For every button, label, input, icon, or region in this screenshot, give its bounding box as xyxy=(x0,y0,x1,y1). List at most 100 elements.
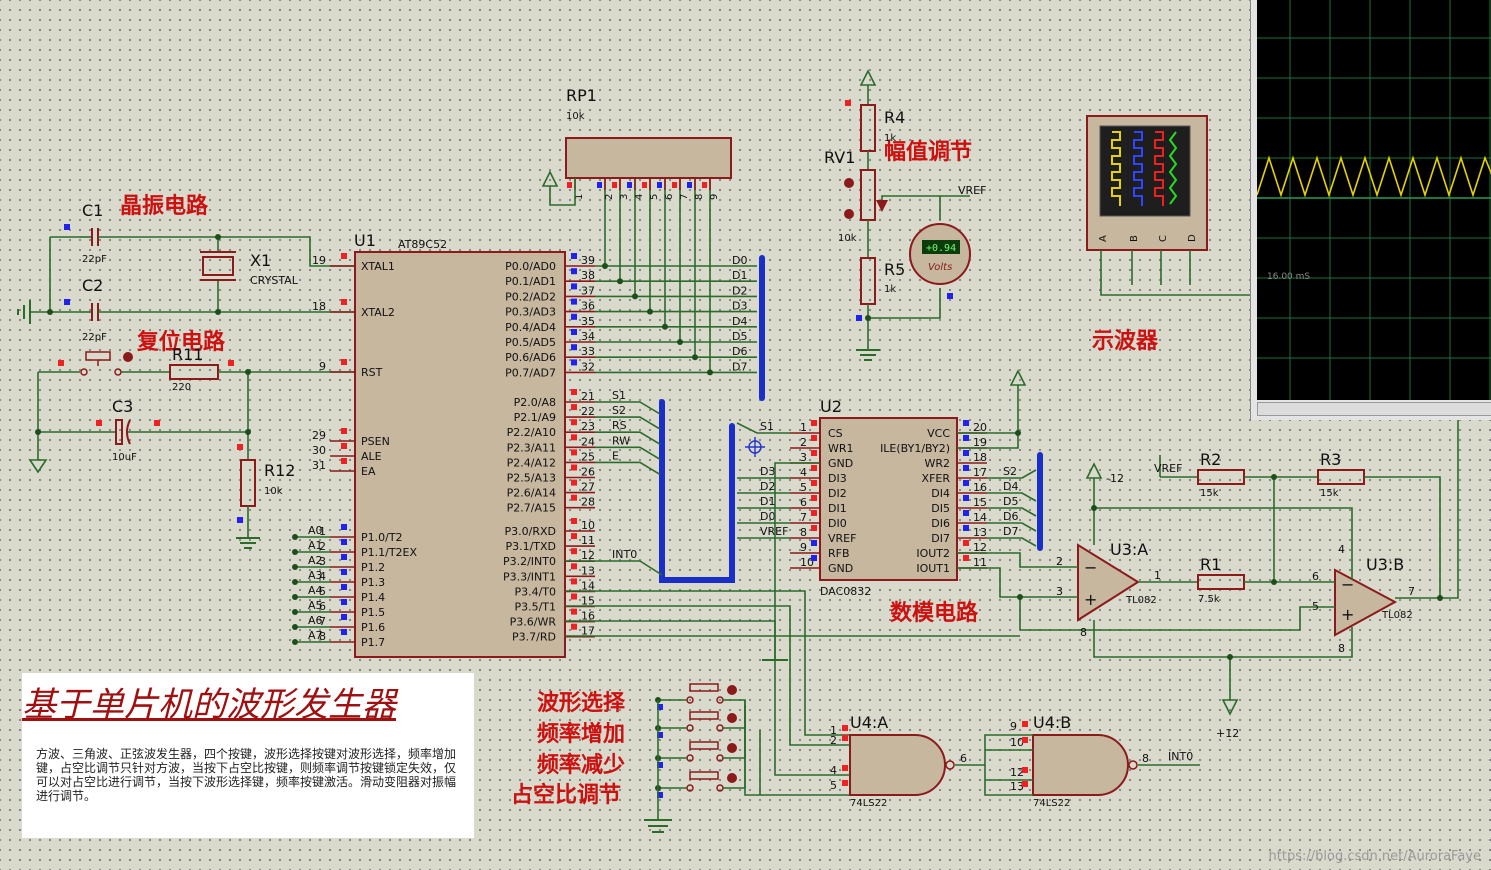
u4a-pin-num: 5 xyxy=(830,779,837,792)
c3-value: 10uF xyxy=(112,452,137,463)
u2-net-label: D2 xyxy=(760,480,775,493)
key-switches xyxy=(644,683,850,833)
r12-ref: R12 xyxy=(264,461,295,480)
u1-pin-name: P2.5/A13 xyxy=(507,472,556,485)
pos12-label: +12 xyxy=(1216,727,1239,740)
scope-channel-label: A xyxy=(1098,235,1109,242)
u2-pin-name: WR1 xyxy=(828,442,854,455)
p2-net-label: S2 xyxy=(612,404,626,417)
u1-pin-name: P1.5 xyxy=(361,606,385,619)
u2-net-label: D6 xyxy=(1003,510,1018,523)
u2-pin-name: GND xyxy=(828,457,853,470)
u2-pin-num: 1 xyxy=(800,421,807,434)
p0-net-label: D4 xyxy=(732,315,747,328)
u2-pin-num: 14 xyxy=(973,511,987,524)
u1-pin-name: P3.2/INT0 xyxy=(503,555,556,568)
int0-net-label: INT0 xyxy=(612,548,637,561)
u1-pin-num: 11 xyxy=(581,534,595,547)
p0-net-label: D5 xyxy=(732,330,747,343)
u2-pin-num: 20 xyxy=(973,421,987,434)
u1-pin-name: XTAL2 xyxy=(361,306,395,319)
u2-net-label: D1 xyxy=(760,495,775,508)
u4b-pin-num: 13 xyxy=(1010,780,1024,793)
label-freq-down: 频率减少 xyxy=(537,752,625,778)
svg-text:+: + xyxy=(1084,590,1097,609)
oscilloscope-window[interactable]: 16.00 mS xyxy=(1250,0,1491,420)
u1-pin-num: 32 xyxy=(581,360,595,373)
u2-pin-num: 12 xyxy=(973,541,987,554)
r1-ref: R1 xyxy=(1200,555,1221,574)
u3a-part: TL082 xyxy=(1125,595,1157,606)
u1-pin-num: 1 xyxy=(319,525,326,538)
u2-net-label: D3 xyxy=(760,465,775,478)
u2-pin-num: 19 xyxy=(973,436,987,449)
u1-pin-name: RST xyxy=(361,366,383,379)
label-reset-circuit: 复位电路 xyxy=(136,329,226,355)
u4b-pin-out: 8 xyxy=(1142,752,1149,765)
rp1-pin-num: 5 xyxy=(649,194,660,200)
u1-pin-num: 14 xyxy=(581,579,595,592)
u2-pin-name: IOUT1 xyxy=(916,562,950,575)
u1-pin-name: P2.7/A15 xyxy=(507,502,556,515)
p3-key-wires xyxy=(565,590,1020,776)
scope-channel-label: D xyxy=(1187,234,1198,242)
u2-pin-name: GND xyxy=(828,562,853,575)
title-panel: 基于单片机的波形发生器 方波、三角波、正弦波发生器，四个按键，波形选择按键对波形… xyxy=(22,673,474,838)
watermark: https://blog.csdn.net/AuroraFaye xyxy=(1268,849,1481,864)
u2-pin-num: 7 xyxy=(800,511,807,524)
r5-value: 1k xyxy=(884,284,896,295)
rp1-pin-num: 4 xyxy=(634,194,645,200)
u1-pin-name: P1.7 xyxy=(361,636,385,649)
label-dac-circuit: 数模电路 xyxy=(890,600,979,626)
r2-value: 15k xyxy=(1200,488,1219,499)
u2-part: DAC0832 xyxy=(820,585,871,598)
label-duty-adjust: 占空比调节 xyxy=(511,782,621,808)
u4a-pin-out: 6 xyxy=(960,752,967,765)
u1-pin-name: P1.2 xyxy=(361,561,385,574)
c2-ref: C2 xyxy=(82,276,103,295)
u2-pin-name: VCC xyxy=(927,427,950,440)
label-crystal-circuit: 晶振电路 xyxy=(120,193,209,219)
u1-pin-name: P1.0/T2 xyxy=(361,531,403,544)
u1-pin-name: PSEN xyxy=(361,435,390,448)
u2-net-label: D7 xyxy=(1003,525,1018,538)
u3a-pin-inpos: 3 xyxy=(1056,585,1063,598)
oscilloscope-scrollbar[interactable] xyxy=(1257,402,1491,416)
u2-pin-num: 18 xyxy=(973,451,987,464)
u1-pin-num: 21 xyxy=(581,390,595,403)
u2-pin-num: 13 xyxy=(973,526,987,539)
u2-net-label: D4 xyxy=(1003,480,1018,493)
label-freq-up: 频率增加 xyxy=(537,721,625,747)
u1-pin-num: 36 xyxy=(581,300,595,313)
rp1-ref: RP1 xyxy=(566,86,597,105)
u4a-pin-num: 2 xyxy=(830,734,837,747)
u1-pin-name: P0.3/AD3 xyxy=(505,306,556,319)
voltmeter-unit: Volts xyxy=(928,262,952,273)
p0-net-label: D2 xyxy=(732,284,747,297)
rp1-pin-num: 1 xyxy=(574,194,585,200)
u1-pin-name: P3.1/TXD xyxy=(505,540,556,553)
vref-net-label: VREF xyxy=(958,184,986,197)
c3-ref: C3 xyxy=(112,397,133,416)
u3a-pin-out: 1 xyxy=(1154,569,1161,582)
svg-text:−: − xyxy=(1084,558,1097,577)
p1-net-label: A4 xyxy=(308,584,323,597)
u2-pin-num: 11 xyxy=(973,556,987,569)
u1-pin-num: 19 xyxy=(312,254,326,267)
u4a-pin-num: 4 xyxy=(830,764,837,777)
vref-net-label-2: VREF xyxy=(1154,462,1182,475)
u2-pin-name: DI0 xyxy=(828,517,847,530)
u3b-pin-inneg: 6 xyxy=(1312,570,1319,583)
rp1-pin-num: 7 xyxy=(679,194,690,200)
int0-net-label-2: INT0 xyxy=(1168,750,1193,763)
u1-pin-name: P3.0/RXD xyxy=(505,525,556,538)
u2-pin-name: RFB xyxy=(828,547,850,560)
u1-pin-name: P2.0/A8 xyxy=(514,396,556,409)
u3a-ref: U3:A xyxy=(1110,540,1148,559)
r11-value: 220 xyxy=(172,382,191,393)
